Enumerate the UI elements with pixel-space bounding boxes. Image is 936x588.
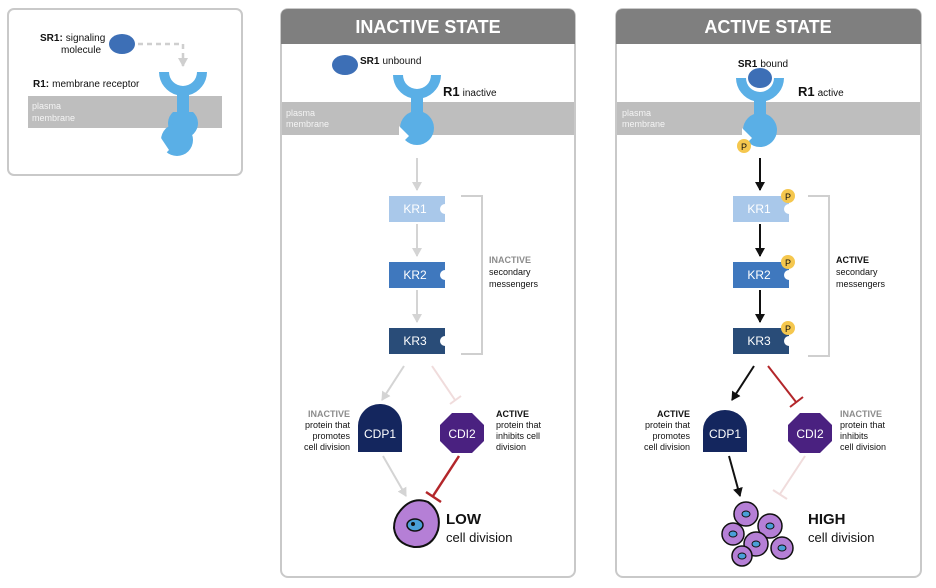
inactive-kr3: KR3 — [389, 328, 445, 354]
active-cells-cluster-icon — [721, 501, 794, 567]
active-cdi2-label: CDI2 — [796, 427, 824, 441]
active-cdp1-label: CDP1 — [709, 427, 741, 441]
svg-text:P: P — [785, 258, 791, 268]
svg-text:P: P — [741, 142, 747, 152]
active-cdp1-state: ACTIVE — [657, 409, 690, 419]
active-kr1-phosphate-icon — [781, 189, 795, 203]
active-kr3-label: KR3 — [747, 334, 771, 348]
inactive-cdi2-state: ACTIVE — [496, 409, 529, 419]
inactive-bracket-title: INACTIVE — [489, 255, 531, 265]
active-kr2-phosphate-icon — [781, 255, 795, 269]
inactive-sr1-icon — [332, 55, 358, 75]
legend-sr1-label: SR1:signaling — [40, 33, 105, 44]
inactive-cdi2-desc-1: protein that — [496, 420, 542, 430]
active-header — [616, 9, 921, 44]
inactive-membrane-label-2: membrane — [286, 119, 329, 129]
active-arrow-kr3-cdp1 — [731, 365, 755, 401]
active-kr1-label: KR1 — [747, 202, 771, 216]
inactive-cdi2: CDI2 — [440, 413, 484, 453]
active-cdi2-state: INACTIVE — [840, 409, 882, 419]
active-result-desc: cell division — [808, 530, 874, 545]
inactive-kr1: KR1 — [389, 196, 445, 222]
active-inhibit-cdi2-cells — [779, 455, 806, 495]
inactive-membrane-label-1: plasma — [286, 108, 315, 118]
svg-text:P: P — [785, 192, 791, 202]
active-cdi2-desc-1: protein that — [840, 420, 886, 430]
active-cdp1-desc-1: protein that — [645, 420, 691, 430]
inactive-cdp1-desc-3: cell division — [304, 442, 350, 452]
active-kr3-phosphate-icon — [781, 321, 795, 335]
active-kr1: KR1 P — [733, 189, 795, 222]
inactive-cdi2-desc-2: inhibits cell — [496, 431, 540, 441]
inactive-cdi2-desc-3: division — [496, 442, 526, 452]
active-cdp1-desc-3: cell division — [644, 442, 690, 452]
inactive-bracket-line3: messengers — [489, 279, 539, 289]
inactive-inhibit-bar-1 — [449, 395, 462, 405]
legend-dashed-arrow — [138, 42, 188, 67]
inactive-kr2: KR2 — [389, 262, 445, 288]
inactive-result-desc: cell division — [446, 530, 512, 545]
inactive-bracket-line2: secondary — [489, 267, 531, 277]
inactive-kr1-label: KR1 — [403, 202, 427, 216]
inactive-inhibit-bar-2 — [425, 490, 442, 504]
svg-text:P: P — [785, 324, 791, 334]
inactive-cdp1-state: INACTIVE — [308, 409, 350, 419]
legend-sr1-desc: molecule — [61, 45, 101, 56]
inactive-cell-icon — [392, 499, 440, 549]
legend-r1-label: R1:membrane receptor — [33, 79, 140, 90]
inactive-cdi2-label: CDI2 — [448, 427, 476, 441]
active-bracket-line2: secondary — [836, 267, 878, 277]
inactive-arrow-kr3-cdp1 — [381, 365, 405, 401]
inactive-inhibit-kr3-cdi2 — [431, 365, 456, 401]
active-bracket-line3: messengers — [836, 279, 886, 289]
active-result-title: HIGH — [808, 511, 846, 528]
inactive-arrow-cdp1-cell — [382, 455, 407, 497]
legend-box: plasma membrane SR1:signaling molecule R… — [7, 8, 243, 176]
inactive-bracket — [461, 195, 483, 355]
active-cdi2-desc-3: cell division — [840, 442, 886, 452]
active-membrane-label-2: membrane — [622, 119, 665, 129]
active-kr3: KR3 P — [733, 321, 795, 354]
active-cdi2: CDI2 — [788, 413, 832, 453]
active-cdi2-desc-2: inhibits — [840, 431, 869, 441]
inactive-cdp1-label: CDP1 — [364, 427, 396, 441]
inactive-cdp1-desc-2: promotes — [312, 431, 350, 441]
active-r1-phosphate-icon: P — [737, 139, 751, 153]
inactive-kr3-label: KR3 — [403, 334, 427, 348]
legend-membrane-label-1: plasma — [32, 101, 61, 111]
active-kr2: KR2 P — [733, 255, 795, 288]
active-sr1-icon — [748, 68, 772, 88]
active-kr2-label: KR2 — [747, 268, 771, 282]
active-arrow-cdp1-cells — [728, 455, 743, 497]
legend-receptor-icon — [159, 72, 207, 159]
inactive-receptor-icon — [393, 75, 441, 146]
inactive-header — [281, 9, 575, 44]
legend-sr1-icon — [109, 34, 135, 54]
inactive-inhibit-cdi2-cell — [431, 455, 461, 497]
inactive-title: INACTIVE STATE — [355, 17, 500, 37]
active-bracket — [808, 195, 830, 357]
active-inhibit-kr3-cdi2 — [767, 365, 797, 403]
active-inhibit-bar-1 — [789, 396, 804, 408]
active-cdp1-desc-2: promotes — [652, 431, 690, 441]
active-title: ACTIVE STATE — [704, 17, 831, 37]
inactive-cdp1-desc-1: protein that — [305, 420, 351, 430]
active-cdp1: CDP1 — [703, 410, 747, 452]
active-membrane-label-1: plasma — [622, 108, 651, 118]
legend-membrane-label-2: membrane — [32, 113, 75, 123]
active-bracket-title: ACTIVE — [836, 255, 869, 265]
inactive-result-title: LOW — [446, 511, 482, 528]
inactive-cdp1: CDP1 — [358, 404, 402, 452]
active-inhibit-bar-2 — [772, 489, 788, 500]
inactive-kr2-label: KR2 — [403, 268, 427, 282]
